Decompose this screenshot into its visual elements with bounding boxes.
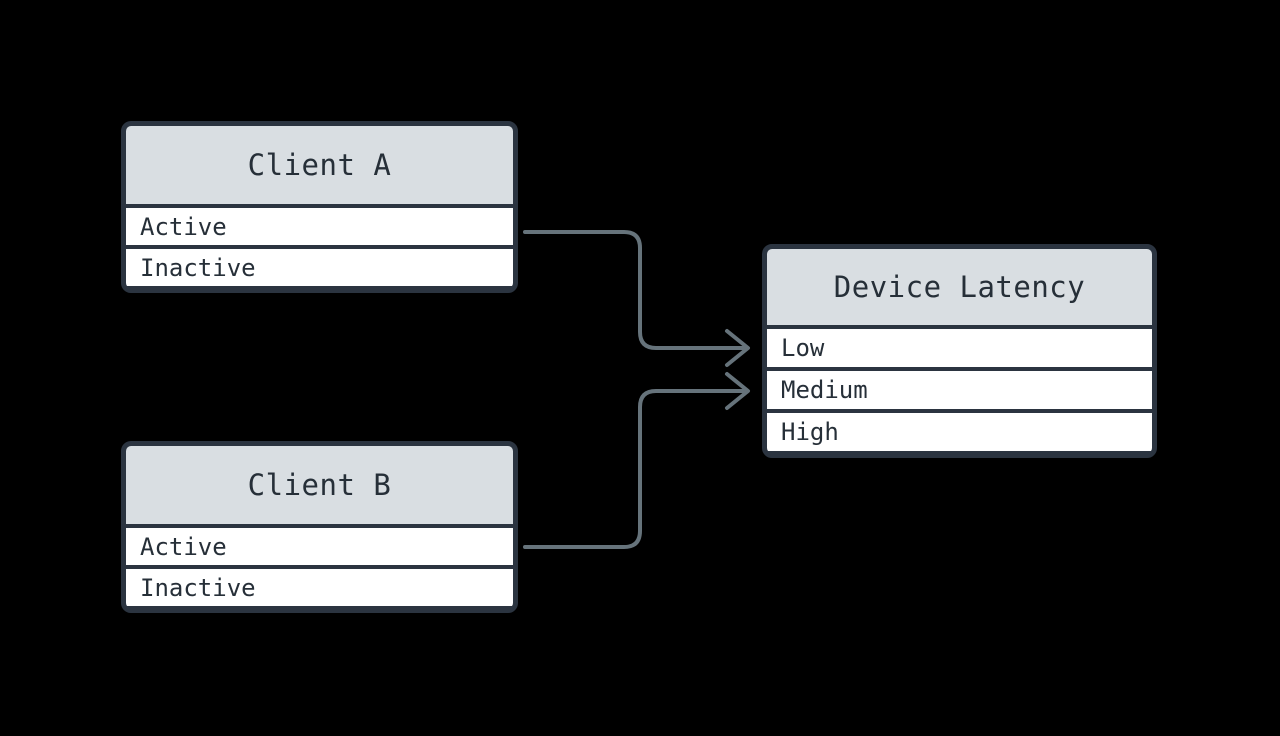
entity-client-b-title: Client B bbox=[126, 446, 513, 524]
entity-client-a[interactable]: Client A Active Inactive bbox=[121, 121, 518, 293]
entity-client-b-row-active[interactable]: Active bbox=[126, 524, 513, 565]
entity-client-a-row-active[interactable]: Active bbox=[126, 204, 513, 245]
arrowhead-low-icon bbox=[725, 329, 750, 367]
entity-device-latency-row-medium[interactable]: Medium bbox=[767, 367, 1152, 409]
entity-device-latency-rows: Low Medium High bbox=[767, 325, 1152, 451]
entity-device-latency-row-high[interactable]: High bbox=[767, 409, 1152, 451]
entity-client-b[interactable]: Client B Active Inactive bbox=[121, 441, 518, 613]
entity-device-latency[interactable]: Device Latency Low Medium High bbox=[762, 244, 1157, 458]
arrowhead-medium-icon bbox=[725, 372, 750, 410]
entity-device-latency-row-low[interactable]: Low bbox=[767, 325, 1152, 367]
entity-client-b-rows: Active Inactive bbox=[126, 524, 513, 606]
entity-device-latency-title: Device Latency bbox=[767, 249, 1152, 325]
entity-client-a-rows: Active Inactive bbox=[126, 204, 513, 286]
connector-client-b-active-to-medium bbox=[523, 389, 748, 549]
entity-client-b-row-inactive[interactable]: Inactive bbox=[126, 565, 513, 606]
entity-client-a-row-inactive[interactable]: Inactive bbox=[126, 245, 513, 286]
connector-client-a-active-to-low bbox=[523, 230, 748, 350]
entity-client-a-title: Client A bbox=[126, 126, 513, 204]
